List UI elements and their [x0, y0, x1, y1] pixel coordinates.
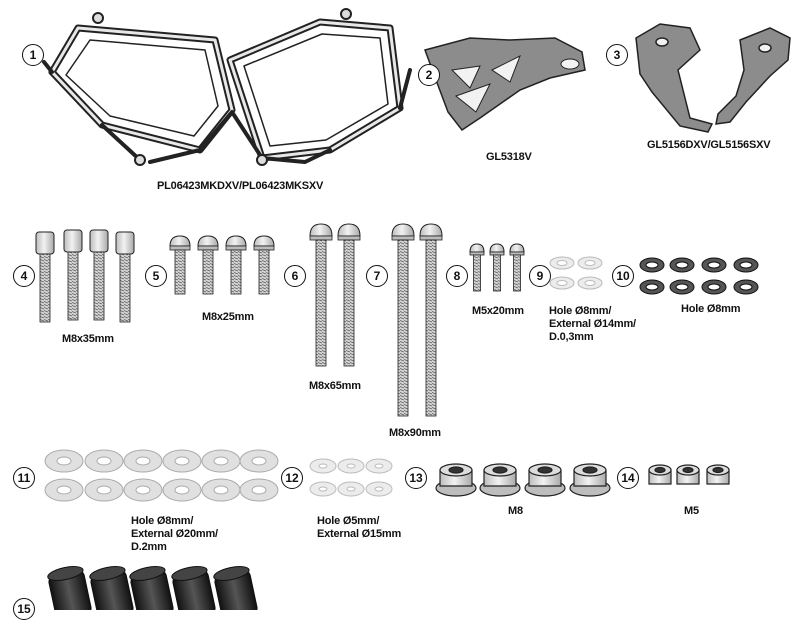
callout-15: 15 [13, 598, 35, 620]
label-line: D.2mm [131, 541, 167, 553]
callout-8: 8 [446, 265, 468, 287]
side-frame-pair [42, 8, 412, 166]
label-part-10: Hole Ø8mm [681, 303, 741, 315]
label-part-1: PL06423MKDXV/PL06423MKSXV [157, 180, 324, 192]
bolts-m8x25 [169, 235, 275, 295]
callout-12: 12 [281, 467, 303, 489]
callout-3: 3 [606, 44, 628, 66]
label-part-6: M8x65mm [309, 380, 361, 392]
bolts-m8x65 [309, 223, 361, 367]
washers-thin [549, 256, 603, 290]
label-part-7: M8x90mm [389, 427, 441, 439]
label-line: External Ø15mm [317, 528, 402, 540]
label-part-13: M8 [508, 505, 523, 517]
bracket-pair [635, 23, 791, 133]
nuts-m8 [435, 463, 611, 497]
label-part-9: Hole Ø8mm/ External Ø14mm/ D.0,3mm [549, 305, 636, 344]
label-part-12: Hole Ø5mm/ External Ø15mm [317, 515, 401, 541]
callout-1: 1 [22, 44, 44, 66]
callout-4: 4 [13, 265, 35, 287]
label-line: External Ø14mm/ [549, 318, 636, 330]
callout-14: 14 [617, 467, 639, 489]
callout-11: 11 [13, 467, 35, 489]
callout-10: 10 [612, 265, 634, 287]
bracket-plate [424, 37, 586, 132]
washers-small [309, 458, 393, 497]
label-part-3: GL5156DXV/GL5156SXV [647, 139, 771, 151]
callout-6: 6 [284, 265, 306, 287]
label-part-5: M8x25mm [202, 311, 254, 323]
label-line: Hole Ø5mm/ [317, 515, 380, 527]
lock-washers [639, 257, 759, 295]
callout-13: 13 [405, 467, 427, 489]
callout-2: 2 [418, 64, 440, 86]
label-line: D.0,3mm [549, 331, 594, 343]
callout-7: 7 [366, 265, 388, 287]
label-part-8: M5x20mm [472, 305, 524, 317]
callout-5: 5 [145, 265, 167, 287]
label-part-14: M5 [684, 505, 699, 517]
black-spacers [47, 566, 258, 610]
label-line: External Ø20mm/ [131, 528, 218, 540]
label-part-4: M8x35mm [62, 333, 114, 345]
label-part-2: GL5318V [486, 151, 532, 163]
label-part-11: Hole Ø8mm/ External Ø20mm/ D.2mm [131, 515, 218, 554]
label-line: Hole Ø8mm/ [131, 515, 194, 527]
washers-large [44, 449, 279, 502]
label-line: Hole Ø8mm/ [549, 305, 612, 317]
bolts-m8x90 [391, 223, 443, 417]
nuts-m5 [648, 464, 730, 485]
bolts-m8x35 [35, 229, 135, 323]
bolts-m5x20 [469, 243, 525, 292]
callout-9: 9 [529, 265, 551, 287]
